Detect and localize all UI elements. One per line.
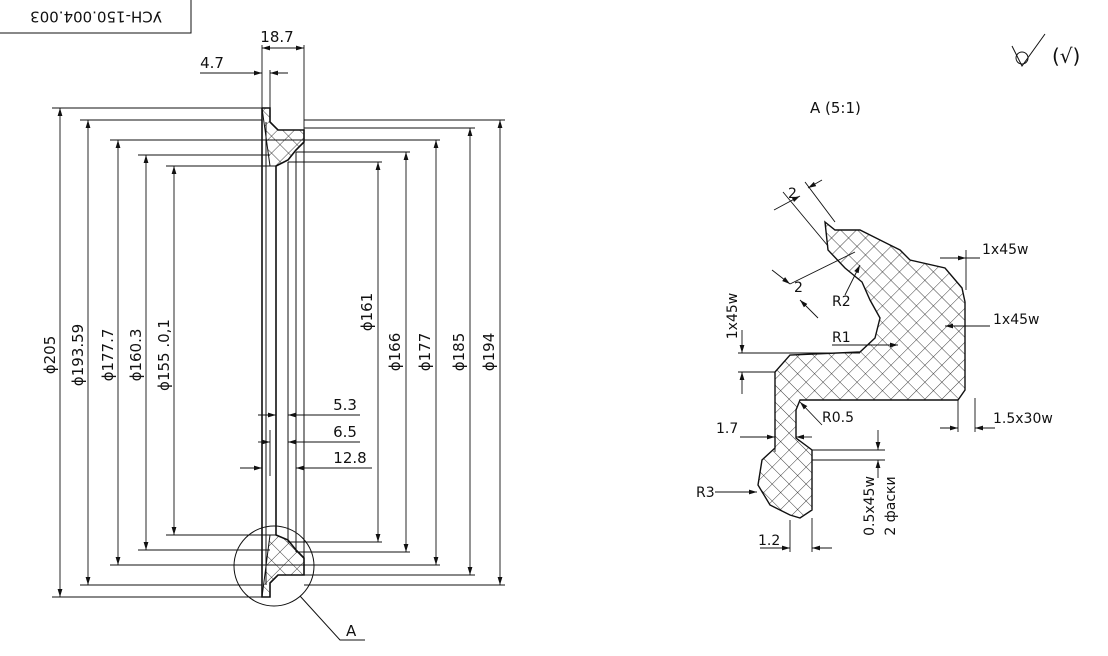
radius-r2: R2 [832,294,851,310]
dim-12-8: 12.8 [333,449,366,467]
dim-2b: 2 [794,280,803,296]
left-diameter-dims: ϕ205 ϕ193.59 ϕ177.7 ϕ160.3 ϕ155 .0,1 [41,108,177,597]
chamfer-left-label: 1x45w [725,293,741,339]
dim-d193-59: ϕ193.59 [69,324,87,386]
dim-d177: ϕ177 [416,333,434,372]
detail-callout: A [233,525,365,641]
dim-4-7: 4.7 [200,54,224,72]
dim-d177-7: ϕ177.7 [99,329,117,382]
dim-d166: ϕ166 [386,333,404,372]
part-outline [261,107,305,598]
radius-r3: R3 [696,485,715,501]
title-stamp: УСН-150.004.003 [0,0,192,34]
right-diameter-dims: ϕ161 ϕ166 ϕ177 ϕ185 ϕ194 [358,120,503,585]
detail-view-title: A (5:1) [810,99,861,117]
chamfer-30-label: 1.5x30w [993,411,1053,427]
detail-profile [757,220,966,519]
chamfer-small-label: 0.5x45w [862,476,878,536]
dim-d185: ϕ185 [450,333,468,372]
dim-5-3: 5.3 [333,396,357,414]
radius-r1: R1 [832,330,851,346]
dim-1-2: 1.2 [758,533,780,549]
dim-d155: ϕ155 .0,1 [155,319,173,391]
chamfer-note: 2 фаски [883,476,899,535]
chamfer-right-label: 1x45w [993,312,1039,328]
dim-6-5: 6.5 [333,423,357,441]
main-view: ϕ205 ϕ193.59 ϕ177.7 ϕ160.3 ϕ155 .0,1 ϕ16… [41,28,505,641]
top-width-dims: 18.7 4.7 [200,28,304,76]
dim-18-7: 18.7 [260,28,293,46]
dim-2a: 2 [788,186,797,202]
dim-d160-3: ϕ160.3 [127,329,145,382]
section-marker-a: A [346,622,357,640]
dim-d205: ϕ205 [41,336,59,375]
surface-finish-paren: (√) [1052,44,1080,68]
dim-d194: ϕ194 [480,333,498,372]
roughness-icon [1011,33,1046,67]
extension-lines [52,45,505,598]
chamfer-top-label: 1x45w [982,242,1028,258]
detail-view: 1x45w 2 2 R2 R1 R0.5 R3 1x45w 1x45w 1.5x… [696,179,1053,552]
surface-finish-symbol: (√) [1011,33,1080,68]
stamp-designation: УСН-150.004.003 [30,8,162,26]
dim-1-7: 1.7 [716,421,738,437]
lower-width-dims: 5.3 6.5 12.8 [240,396,372,476]
dim-d161: ϕ161 [358,293,376,332]
radius-r05: R0.5 [822,410,854,426]
